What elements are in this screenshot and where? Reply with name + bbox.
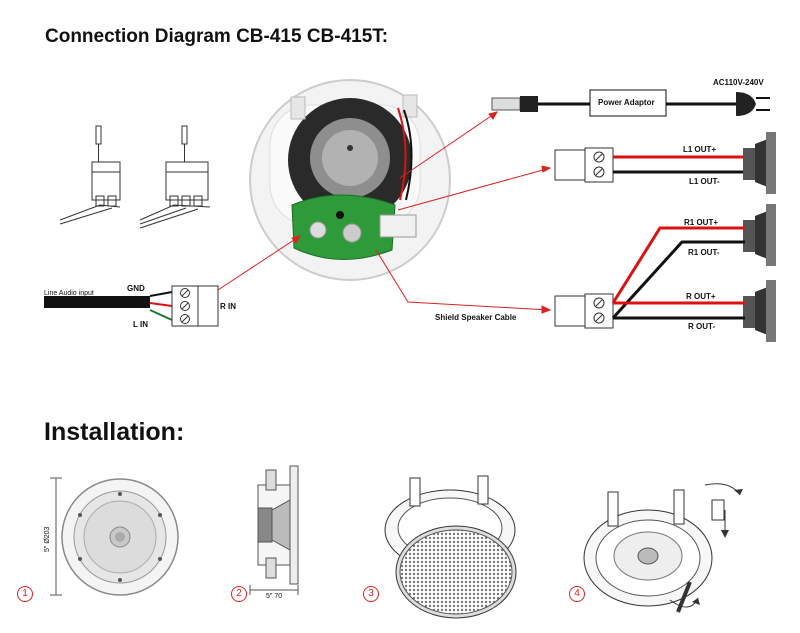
pointer-arrows — [217, 111, 552, 314]
install-step2-drawing — [249, 465, 299, 595]
step-number-2: 2 — [231, 586, 247, 602]
install-step4-drawing — [583, 483, 743, 613]
dimension-depth-label: 5" 70 — [266, 593, 283, 600]
dimension-diameter-label: 5" Ø203 — [44, 526, 51, 552]
power-adaptor-label: Power Adaptor — [598, 98, 655, 107]
terminal-block-r — [554, 293, 614, 329]
step-number-4: 4 — [569, 586, 585, 602]
step-number-3: 3 — [363, 586, 379, 602]
l1-out-plus-label: L1 OUT+ — [683, 145, 717, 154]
line-audio-input-label: Line Audio input — [44, 290, 94, 297]
terminal-sketch-3pin — [139, 125, 211, 229]
install-step1-drawing — [50, 477, 179, 596]
r1-out-plus-label: R1 OUT+ — [684, 218, 719, 227]
step-number-1: 1 — [17, 586, 33, 602]
installation-title: Installation: — [44, 418, 185, 446]
terminal-block-input — [171, 285, 219, 327]
r-in-label: R IN — [220, 302, 236, 311]
power-adaptor-drawing — [491, 89, 770, 117]
r-out-plus-label: R OUT+ — [686, 292, 716, 301]
speaker-l1-drawing — [743, 132, 776, 194]
r-out-minus-label: R OUT- — [688, 322, 716, 331]
gnd-label: GND — [127, 284, 145, 293]
connection-diagram-title: Connection Diagram CB-415 CB-415T: — [45, 26, 389, 47]
l1-out-minus-label: L1 OUT- — [689, 177, 720, 186]
l-in-label: L IN — [133, 320, 148, 329]
ac-voltage-label: AC110V-240V — [713, 78, 764, 87]
r1-out-minus-label: R1 OUT- — [688, 248, 720, 257]
speaker-r-drawing — [743, 280, 776, 342]
shield-speaker-cable-label: Shield Speaker Cable — [435, 313, 517, 322]
terminal-sketch-2pin — [59, 125, 121, 225]
install-step3-drawing — [384, 475, 517, 619]
terminal-block-l1 — [554, 147, 614, 183]
speaker-r1-drawing — [743, 204, 776, 266]
speaker-unit-image — [249, 79, 451, 281]
